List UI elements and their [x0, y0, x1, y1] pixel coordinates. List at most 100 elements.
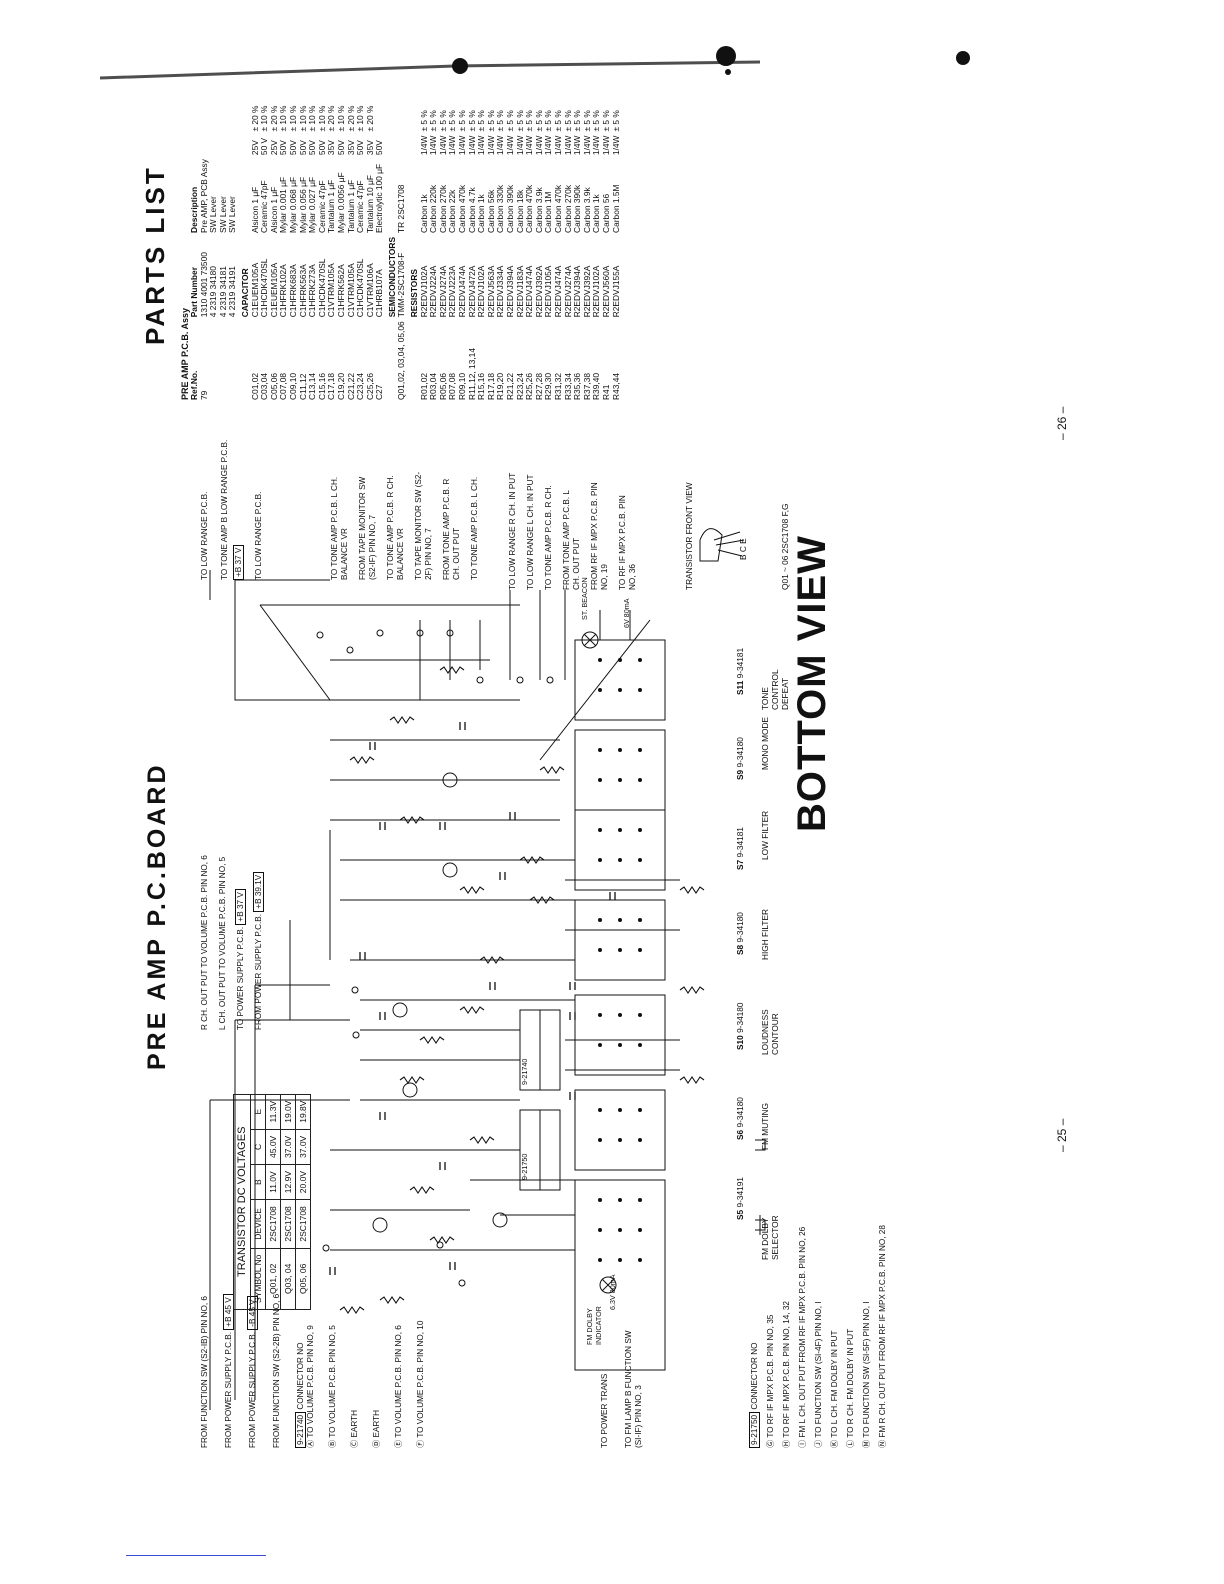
vh-device: DEVICE: [250, 1199, 266, 1249]
voltage-cell: Q05, 06: [295, 1248, 311, 1310]
board-title: PRE AMP P.C.BOARD: [143, 762, 171, 1070]
switch-s8-label: HIGH FILTER: [760, 908, 770, 960]
bottom-view-label: BOTTOM VIEW: [790, 535, 834, 832]
switch-s6: S6 9-34180: [735, 1097, 745, 1140]
fm-dolby-indicator-spec: 6.3V 80mA: [608, 1274, 617, 1310]
conn2-item-n: Ⓝ FM R CH. OUT PUT FROM RF IF MPX P.C.B.…: [878, 1225, 887, 1448]
switch-s10: S10 9-34180: [735, 1002, 745, 1050]
st-beacon-label: ST. BEACON: [580, 577, 589, 620]
switch-s5: S5 9-34191: [735, 1177, 745, 1220]
top-label-3: TO POWER SUPPLY P.C.B. +B 37 V: [235, 855, 246, 1030]
voltage-cell: 11.3V: [265, 1094, 281, 1130]
right-label-13: FROM TONE AMP P.C.B. L CH. OUT PUT: [562, 490, 581, 590]
resistor-cell: ± 5 %: [610, 110, 621, 132]
right-label-11: TO LOW RANGE L CH. IN PUT: [526, 474, 535, 590]
voltage-cell: 19.0V: [280, 1094, 296, 1130]
connector-21740-board: 9-21740: [520, 1058, 529, 1085]
conn1-item-e: Ⓔ TO VOLUME P.C.B. PIN NO, 6: [394, 1325, 403, 1448]
resistor-cell: Carbon 1.5M: [610, 184, 621, 233]
switch-blocks: [574, 639, 666, 1371]
right-label-9: TO TONE AMP P.C.B. L CH.: [470, 476, 479, 580]
bottom-link-line: [126, 1555, 266, 1556]
resistor-cell: R43,44: [610, 372, 621, 400]
right-label-2b: +B 37 V: [233, 440, 244, 580]
connector-21750-header: 9-21750 CONNECTOR NO: [749, 1225, 760, 1448]
top-label-2: L CH. OUT PUT TO VOLUME P.C.B. PIN NO, 5: [218, 856, 227, 1030]
conn1-item-c: Ⓒ EARTH: [350, 1409, 359, 1448]
parts-list-title: PARTS LIST: [140, 165, 170, 345]
resistor-row: R43,44 R2EDVJ155A Carbon 1.5M 1/4W ± 5 %: [610, 102, 622, 400]
fm-dolby-indicator-label: FM DOLBY INDICATOR: [585, 1306, 603, 1345]
conn1-item-f: Ⓕ TO VOLUME P.C.B. PIN NO, 10: [416, 1320, 425, 1448]
transistor-front-view-title: TRANSISTOR FRONT VIEW: [684, 482, 694, 590]
right-label-12: TO TONE AMP P.C.B. R CH.: [544, 485, 553, 590]
voltage-39: +B 39.1V: [253, 871, 264, 912]
lead-label-4: FROM FUNCTION SW (S2-2B) PIN NO, 6: [272, 1293, 281, 1448]
page-number-left: – 25 –: [1055, 1118, 1069, 1152]
semiconductor-cell: [397, 132, 407, 156]
right-label-7: TO TAPE MONITOR SW (S2-2F) PIN NO, 7: [414, 471, 433, 580]
conn1-item-b: Ⓑ TO VOLUME P.C.B. PIN NO, 5: [328, 1325, 337, 1448]
switch-s5-label: FM DOLBY SELECTOR: [760, 1215, 781, 1260]
conn1-item-a: Ⓐ TO VOLUME P.C.B. PIN NO, 9: [306, 1325, 315, 1448]
lead-label-1: FROM FUNCTION SW (S2-IB) PIN NO, 6: [200, 1296, 209, 1448]
transistor-pins: B C E: [738, 538, 748, 560]
switch-s6-label: FM MUTING: [760, 1102, 770, 1150]
conn2-item-j: Ⓙ TO FUNCTION SW (SI-4F) PIN NO, I: [814, 1301, 823, 1448]
vh-c: C: [250, 1129, 266, 1165]
right-label-3: TO LOW RANGE P.C.B.: [254, 491, 263, 580]
voltage-cell: 37.0V: [295, 1129, 311, 1165]
switch-s7: S7 9-34181: [735, 827, 745, 870]
right-lead-labels-a: TO LOW RANGE P.C.B. TO TONE AMP B LOW RA…: [200, 440, 264, 580]
vh-e: E: [250, 1094, 266, 1130]
conn1-item-d: Ⓓ EARTH: [372, 1409, 381, 1448]
right-label-5: FROM TAPE MONITOR SW (S2-IF) PIN NO, 7: [358, 476, 377, 580]
resistor-cell: R2EDVJ155A: [610, 265, 621, 318]
top-label-4: FROM POWER SUPPLY P.C.B. +B 39.1V: [253, 855, 264, 1030]
vh-b: B: [250, 1164, 266, 1200]
resistor-cell: 1/4W: [610, 135, 621, 156]
voltage-cell: 2SC1708: [280, 1199, 296, 1249]
hdr-ref: Ref.No.: [189, 370, 199, 400]
conn2-item-k: Ⓚ TO L CH. FM DOLBY IN PUT: [830, 1330, 839, 1448]
power-lamp-labels: TO POWER TRANS TO FM LAMP B FUNCTION SW …: [600, 1328, 644, 1448]
connector-21740-header: 9-21740 CONNECTOR NO: [295, 1321, 306, 1448]
voltage-cell: 11.0V: [265, 1164, 281, 1200]
connector-21740-list: 9-21740 CONNECTOR NO Ⓐ TO VOLUME P.C.B. …: [295, 1320, 426, 1448]
voltage-cell: 19.8V: [295, 1094, 311, 1130]
fm-lamp-label: TO FM LAMP B FUNCTION SW (SI-IF) PIN NO,…: [624, 1330, 643, 1448]
switch-s11: S11 9-34181: [735, 647, 745, 695]
top-lead-labels: R CH. OUT PUT TO VOLUME P.C.B. PIN NO, 6…: [200, 855, 264, 1030]
transistor-note: Q01 ~ 06 2SC1708 F,G: [780, 503, 790, 590]
conn2-item-i: Ⓘ FM L CH. OUT PUT FROM RF IF MPX P.C.B.…: [798, 1226, 807, 1448]
capacitor-cell: Electrolytic 100 μF: [374, 163, 385, 233]
conn2-item-h: Ⓗ TO RF IF MPX P.C.B. PIN NO, 14, 32: [782, 1301, 791, 1448]
voltage-cell: 45.0V: [265, 1129, 281, 1165]
switch-s7-label: LOW FILTER: [760, 810, 770, 860]
right-label-14: FROM RF IF MPX P.C.B. PIN NO, 19: [590, 482, 609, 590]
semiconductor-cell: Q01,02, 03,04, 05,06: [396, 321, 407, 400]
voltage-cell: Q01, 02: [265, 1248, 281, 1310]
switch-s9-label: MONO MODE: [760, 716, 770, 770]
parts-list-table: PRE AMP P.C.B. Assy Ref.No. Part Number …: [180, 102, 621, 400]
power-trans-label: TO POWER TRANS: [600, 1373, 609, 1448]
voltage-cell: 2SC1708: [295, 1199, 311, 1249]
right-label-10: TO LOW RANGE R CH. IN PUT: [508, 472, 517, 590]
voltage-37: +B 37 V: [235, 889, 246, 925]
parts-assy-title: PRE AMP P.C.B. Assy: [180, 307, 190, 400]
capacitor-cell: 50V: [374, 140, 385, 156]
top-label-1: R CH. OUT PUT TO VOLUME P.C.B. PIN NO, 6: [200, 855, 209, 1030]
st-beacon-spec: 6V 80mA: [622, 598, 631, 628]
assy-ref: 79: [198, 390, 209, 400]
voltage-cell: Q03, 04: [280, 1248, 296, 1310]
right-lead-labels-c: TO LOW RANGE R CH. IN PUT TO LOW RANGE L…: [508, 473, 638, 590]
right-label-2: TO TONE AMP B LOW RANGE P.C.B.: [220, 439, 229, 580]
